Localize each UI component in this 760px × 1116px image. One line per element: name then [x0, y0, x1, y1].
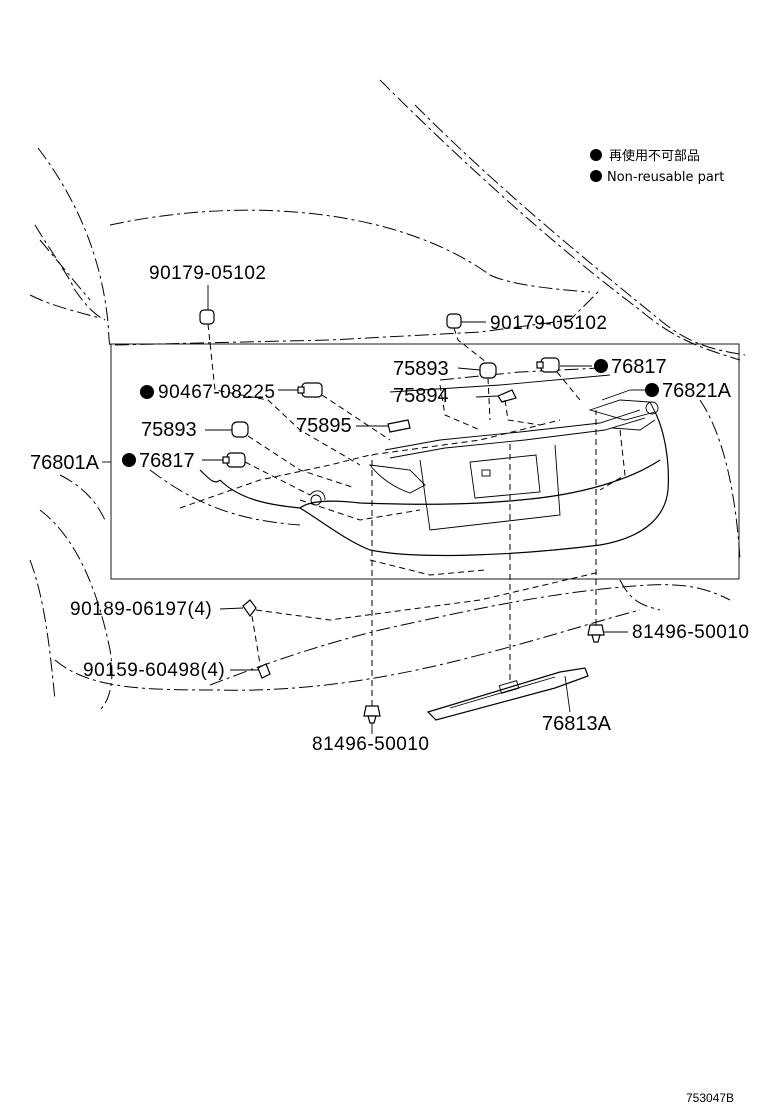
label-75894: 75894: [393, 385, 449, 407]
clip-75895-icon: [387, 419, 411, 433]
cushion-75893-top-icon: [479, 362, 497, 379]
label-90159: 90159-60498(4): [83, 660, 225, 681]
legend-line-1: 再使用不可部品: [609, 148, 700, 164]
cushion-75893-mid-icon: [231, 421, 249, 438]
clip-76817-top-icon: [536, 357, 560, 373]
label-76821A: 76821A: [662, 380, 732, 402]
cap-90179-right-icon: [446, 313, 462, 329]
leader-lines: [102, 285, 645, 734]
vehicle-outline: [29, 79, 746, 711]
screw-90159-icon: [257, 663, 271, 679]
label-90467: 90467-08225: [158, 382, 276, 403]
label-90189: 90189-06197(4): [70, 599, 212, 620]
part-labels: 90179-05102 90179-05102 75893 76817 9046…: [30, 263, 750, 755]
label-90179-right: 90179-05102: [490, 313, 608, 334]
cap-90179-left-icon: [199, 309, 215, 325]
label-76801A: 76801A: [30, 452, 100, 474]
label-76813A: 76813A: [542, 713, 612, 735]
clip-81496-bottom-icon: [363, 705, 381, 724]
clip-81496-right-icon: [587, 624, 605, 643]
label-90179-left: 90179-05102: [149, 263, 267, 284]
label-81496-bottom: 81496-50010: [312, 734, 430, 755]
non-reusable-dot-icon: [590, 170, 602, 182]
non-reusable-dot-icon: [590, 149, 602, 161]
fasteners: [199, 309, 605, 724]
bumper-assembly: [199, 374, 669, 557]
assembly-frame: [110, 343, 740, 580]
clip-76817-mid-icon: [222, 452, 246, 468]
legend-line-2: Non-reusable part: [607, 170, 724, 185]
clip-90467-icon: [297, 382, 323, 398]
clip-75894-icon: [497, 389, 517, 403]
label-75895: 75895: [296, 415, 352, 437]
diagram-id: 753047B: [686, 1091, 734, 1105]
non-reusable-dot-icon: [140, 385, 154, 399]
non-reusable-dot-icon: [122, 453, 136, 467]
label-75893-mid: 75893: [141, 419, 197, 441]
label-76817-top: 76817: [611, 356, 667, 378]
non-reusable-dot-icon: [594, 359, 608, 373]
legend: 再使用不可部品 Non-reusable part: [590, 148, 724, 185]
strip-76813A: [426, 667, 589, 721]
label-81496-right: 81496-50010: [632, 622, 750, 643]
non-reusable-dot-icon: [645, 383, 659, 397]
label-75893-top: 75893: [393, 358, 449, 380]
label-76817-mid: 76817: [139, 450, 195, 472]
screw-90189-icon: [242, 599, 257, 618]
